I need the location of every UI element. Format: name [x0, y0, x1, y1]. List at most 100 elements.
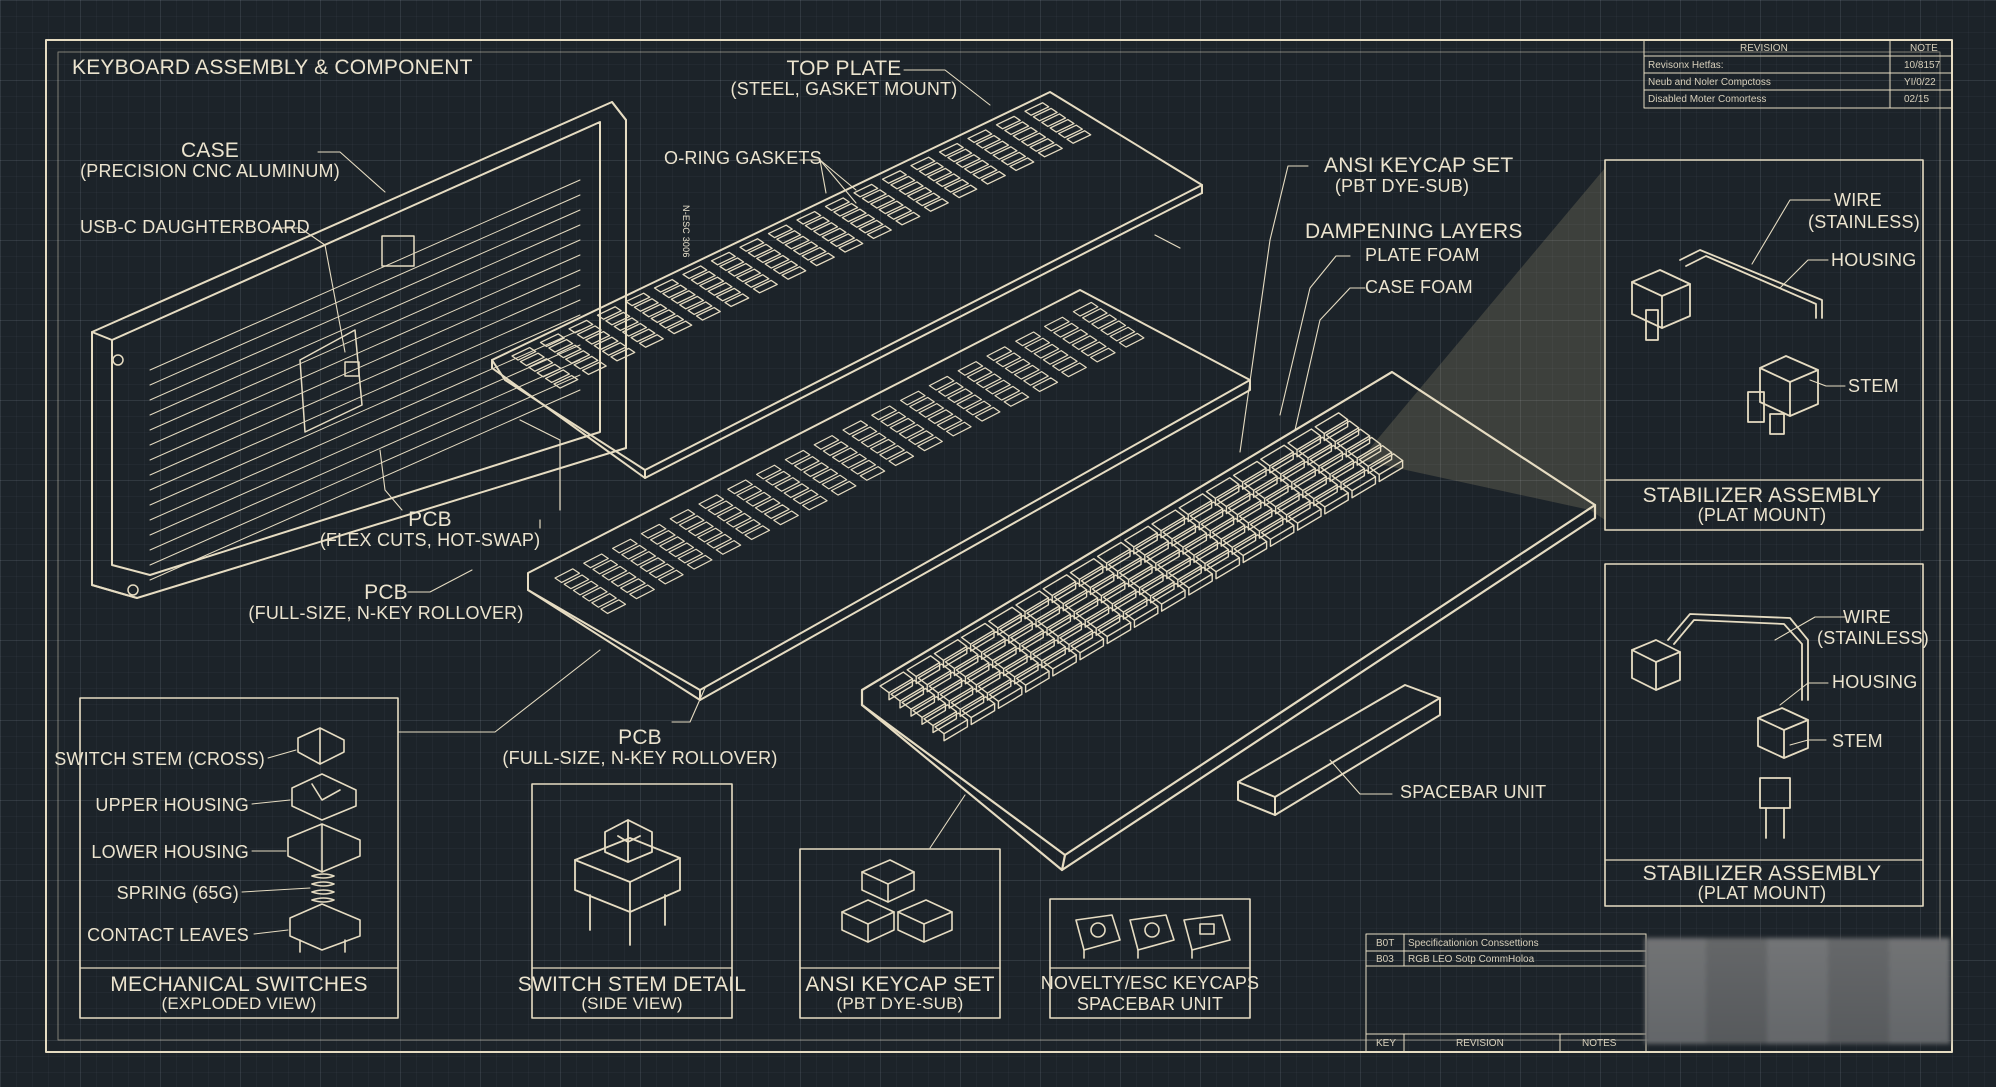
usbc-label: USB-C DAUGHTERBOARD	[80, 217, 310, 237]
spacebar-unit	[1237, 684, 1441, 816]
keycap-side	[1144, 540, 1169, 563]
keycap	[934, 712, 969, 735]
keycap	[1043, 647, 1077, 670]
assembled-case	[860, 370, 1597, 872]
keycap	[1315, 485, 1349, 508]
keycap	[1140, 574, 1175, 597]
pcb-socket	[1042, 350, 1069, 365]
plate-cutout	[910, 156, 936, 171]
plate-cutout	[853, 183, 879, 198]
pcb-socket	[975, 373, 1002, 389]
plate-cutout	[727, 262, 753, 277]
rev-row-1-date: 10/8157	[1904, 60, 1941, 71]
pcb-sublabel-3: (FULL-SIZE, N-KEY ROLLOVER)	[502, 748, 778, 768]
keycap-side	[1318, 451, 1344, 474]
stab2-wire: WIRE	[1843, 607, 1891, 627]
keycap	[1026, 598, 1061, 621]
keycap	[912, 695, 947, 719]
keycap	[1238, 501, 1273, 524]
keycap	[1037, 606, 1072, 629]
note-footer-notes: NOTES	[1582, 1038, 1617, 1049]
plate-cutout	[975, 134, 1001, 149]
plate-cutout	[687, 301, 713, 316]
pcb-socket	[871, 405, 897, 421]
plate-cutout	[821, 227, 847, 242]
keycap-side	[1193, 540, 1219, 564]
plate-cutout	[528, 358, 554, 372]
leader-lines	[271, 69, 1846, 849]
plate-cutout	[813, 222, 839, 236]
pcb-socket	[793, 456, 820, 471]
pcb-socket	[755, 464, 782, 480]
highlight-cone	[1360, 168, 1605, 520]
novelty-panel-sub: SPACEBAR UNIT	[1076, 994, 1224, 1014]
plate-cutout	[907, 186, 933, 201]
plate-cutout	[695, 306, 721, 321]
plate-cutout	[964, 159, 990, 174]
keycap-side	[1008, 621, 1033, 644]
pcb-socket	[659, 536, 685, 552]
pcb-socket	[957, 361, 984, 376]
pcb-socket	[1023, 371, 1049, 386]
plate-cutout	[719, 257, 745, 272]
dampening-label: DAMPENING LAYERS	[1305, 220, 1523, 243]
keycap	[977, 671, 1012, 694]
mech-panel-title: MECHANICAL SWITCHES	[110, 973, 368, 996]
keycap-side	[1149, 581, 1175, 604]
keycap	[1004, 655, 1039, 678]
plate-cutout	[967, 129, 993, 144]
pcb-socket	[554, 568, 581, 584]
keycap	[1254, 477, 1289, 500]
keycap	[1179, 566, 1213, 589]
keycap	[1102, 582, 1137, 605]
plate-cutout	[898, 181, 924, 196]
plate-foam	[519, 234, 1181, 529]
pcb-socket	[1072, 301, 1099, 317]
pcb-socket	[563, 574, 590, 590]
pcb-socket	[600, 599, 627, 615]
ansi-panel-sub: (PBT DYE-SUB)	[836, 994, 964, 1013]
pcb-socket	[727, 479, 753, 495]
plate-cutout	[801, 246, 827, 261]
keycap-side	[1236, 500, 1262, 523]
pcb-socket	[1051, 356, 1078, 372]
stem-detail-switch	[574, 819, 681, 946]
keycap-side	[1242, 540, 1268, 564]
plate-cutout	[605, 311, 631, 326]
keycap-side	[991, 645, 1017, 669]
keycap	[1173, 525, 1208, 548]
note-footer-key: KEY	[1376, 1038, 1397, 1049]
keycap-side	[1133, 532, 1158, 555]
keycap-side	[1214, 483, 1240, 507]
keycap-side	[1013, 662, 1039, 685]
keycap	[1227, 493, 1262, 516]
stab1-title: STABILIZER ASSEMBLY	[1642, 484, 1882, 507]
keycap	[1118, 558, 1153, 581]
pcb-socket	[725, 512, 752, 528]
keycap-side	[953, 653, 979, 677]
keycap	[1021, 631, 1055, 654]
pcb-socket	[879, 445, 905, 460]
plate-cutout	[650, 309, 676, 324]
plate-cutout	[886, 206, 912, 220]
pcb-socket	[754, 498, 781, 513]
plate-cutout	[943, 178, 969, 193]
keycap	[1015, 663, 1050, 686]
plate-cutout	[1012, 126, 1038, 141]
keycap-side	[943, 719, 969, 742]
revision-table	[1643, 39, 1953, 109]
pcb-socket	[986, 346, 1013, 362]
pcb-socket	[745, 491, 772, 507]
keycap	[1282, 460, 1316, 484]
pcb-socket	[995, 352, 1022, 368]
keycap	[890, 679, 925, 702]
ansi-keycap-label: ANSI KEYCAP SET	[1324, 154, 1514, 177]
pcb-socket	[803, 462, 829, 478]
pcb-socket	[918, 403, 945, 418]
plate-cutout	[781, 266, 807, 280]
keycap-side	[1204, 548, 1230, 572]
case-sublabel: (PRECISION CNC ALUMINUM)	[80, 161, 340, 181]
plate-cutout	[1021, 132, 1047, 147]
plate-cutout	[715, 287, 741, 302]
keycap-side	[1024, 670, 1050, 693]
